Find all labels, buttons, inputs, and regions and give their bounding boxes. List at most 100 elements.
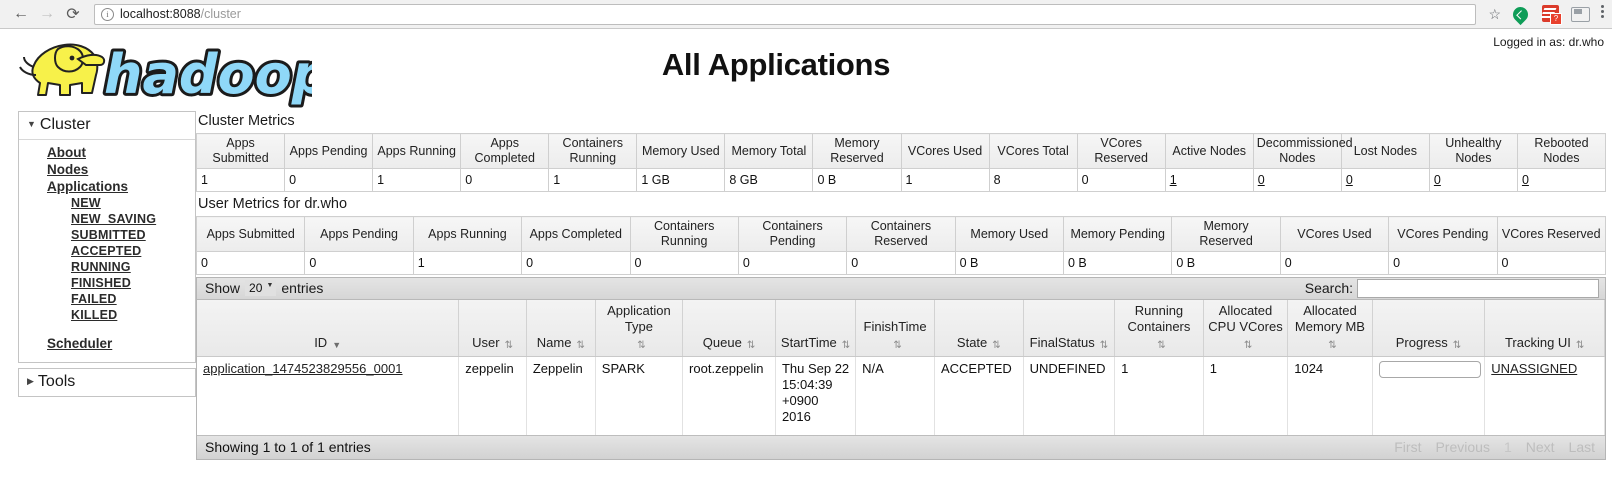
search-control: Search: (1305, 278, 1599, 298)
user-metric-header-7: Memory Used (954, 216, 1065, 252)
search-input[interactable] (1357, 278, 1599, 298)
applications-column-header-13[interactable]: Tracking UI⇅ (1484, 300, 1605, 357)
column-label: FinalStatus (1029, 335, 1095, 350)
applications-column-header-9[interactable]: Running Containers⇅ (1114, 300, 1204, 357)
back-arrow-icon[interactable]: ← (13, 5, 29, 22)
application-id-link[interactable]: application_1474523829556_0001 (203, 361, 403, 376)
applications-column-header-2[interactable]: Name⇅ (526, 300, 596, 357)
sort-both-icon: ⇅ (841, 340, 851, 351)
reload-icon[interactable]: ⟳ (66, 6, 80, 23)
pagination-next[interactable]: Next (1525, 439, 1555, 455)
user-metric-value-0: 0 (195, 251, 306, 275)
page-length-select[interactable]: 20 (245, 280, 277, 296)
user-metric-value-8: 0 B (1062, 251, 1173, 275)
sidebar-cluster-label: Cluster (39, 116, 91, 133)
sidebar-item-running[interactable]: RUNNING (71, 260, 131, 274)
site-info-icon[interactable]: i (101, 7, 114, 21)
cluster-metric-value-9: 8 (988, 168, 1078, 192)
cluster-metric-header-2: Apps Running (372, 133, 462, 169)
sidebar-item-about[interactable]: About (47, 145, 86, 160)
browser-menu-icon[interactable] (1600, 5, 1604, 23)
applications-column-header-0[interactable]: ID▼ (197, 300, 460, 357)
applications-column-header-10[interactable]: Allocated CPU VCores⇅ (1203, 300, 1289, 357)
cell-application-type: SPARK (595, 356, 684, 435)
cluster-metric-value-10: 0 (1076, 168, 1166, 192)
sidebar-item-killed[interactable]: KILLED (71, 308, 118, 322)
cluster-metric-value-13[interactable]: 0 (1340, 168, 1430, 192)
sidebar-item-failed[interactable]: FAILED (71, 292, 117, 306)
sidebar-item-submitted[interactable]: SUBMITTED (71, 228, 146, 242)
cell-finish-time: N/A (855, 356, 935, 435)
sidebar-section-cluster: ▼Cluster About Nodes Applications NEW NE… (18, 111, 196, 363)
column-label: Allocated CPU VCores (1208, 303, 1283, 334)
address-bar[interactable]: i localhost:8088/cluster (94, 3, 1477, 25)
sort-desc-icon: ▼ (332, 340, 342, 350)
pagination-first[interactable]: First (1394, 439, 1422, 455)
cluster-metric-value-5: 1 GB (636, 168, 726, 192)
applications-column-header-5[interactable]: StartTime⇅ (775, 300, 857, 357)
cluster-metric-value-14[interactable]: 0 (1428, 168, 1518, 192)
user-metric-value-1: 0 (304, 251, 414, 275)
forward-arrow-icon: → (39, 5, 55, 22)
user-metric-header-4: Containers Running (629, 216, 739, 252)
cluster-metric-value-11[interactable]: 1 (1164, 168, 1254, 192)
cluster-metric-header-11: Active Nodes (1164, 133, 1254, 169)
sidebar-item-new[interactable]: NEW (71, 196, 101, 210)
applications-column-header-12[interactable]: Progress ⇅ (1372, 300, 1486, 357)
column-label: Progress (1395, 335, 1448, 350)
applications-column-header-3[interactable]: Application Type⇅ (595, 300, 684, 357)
applications-column-header-11[interactable]: Allocated Memory MB⇅ (1287, 300, 1373, 357)
sidebar-item-applications[interactable]: Applications (47, 179, 129, 194)
cluster-metric-value-0: 1 (195, 168, 286, 192)
show-label: Show (205, 280, 241, 296)
applications-column-header-1[interactable]: User⇅ (458, 300, 527, 357)
cell-running-containers: 1 (1114, 356, 1204, 435)
svg-text:hadoop: hadoop (104, 43, 312, 106)
sidebar-item-scheduler[interactable]: Scheduler (47, 336, 113, 351)
column-label: State (956, 335, 988, 350)
cell-tracking-ui: UNASSIGNED (1484, 356, 1605, 435)
extension-icon[interactable]: ? (1542, 5, 1562, 25)
applications-column-header-8[interactable]: FinalStatus⇅ (1023, 300, 1116, 357)
cluster-metric-header-7: Memory Reserved (812, 133, 902, 169)
applications-datatable: Show 20 entries Search: (196, 277, 1606, 460)
tracking-ui-link[interactable]: UNASSIGNED (1491, 361, 1578, 376)
logged-in-label: Logged in as: dr.who (1493, 35, 1604, 49)
sidebar-cluster-header[interactable]: ▼Cluster (19, 112, 195, 140)
sidebar-tools-header[interactable]: ▶Tools (19, 369, 195, 396)
chevron-right-icon: ▶ (27, 376, 34, 386)
applications-column-header-6[interactable]: FinishTime⇅ (855, 300, 935, 357)
page-title: All Applications (661, 47, 891, 82)
bookmark-star-icon[interactable]: ☆ (1488, 5, 1501, 22)
pagination-page-1[interactable]: 1 (1503, 439, 1512, 455)
sidebar-item-nodes[interactable]: Nodes (47, 162, 89, 177)
sidebar-item-new-saving[interactable]: NEW_SAVING (71, 212, 157, 226)
cell-final-status: UNDEFINED (1023, 356, 1116, 435)
extension-badge: ? (1550, 13, 1562, 25)
user-metric-header-5: Containers Pending (737, 216, 848, 252)
cluster-metric-value-12[interactable]: 0 (1252, 168, 1342, 192)
sort-both-icon: ⇅ (1452, 340, 1462, 351)
cast-screen-icon[interactable] (1571, 5, 1590, 23)
applications-column-header-4[interactable]: Queue⇅ (682, 300, 776, 357)
sidebar-item-finished[interactable]: FINISHED (71, 276, 131, 290)
cluster-metric-value-15[interactable]: 0 (1516, 168, 1607, 192)
applications-column-header-7[interactable]: State⇅ (934, 300, 1024, 357)
hangouts-icon[interactable] (1509, 3, 1532, 26)
pagination-last[interactable]: Last (1568, 439, 1595, 455)
cluster-metric-header-13: Lost Nodes (1340, 133, 1430, 169)
column-label: Application Type (607, 303, 671, 334)
pagination-previous[interactable]: Previous (1435, 439, 1490, 455)
cluster-metric-header-5: Memory Used (636, 133, 726, 169)
user-metric-value-9: 0 B (1171, 251, 1281, 275)
column-label: Running Containers (1127, 303, 1191, 334)
user-metric-value-4: 0 (629, 251, 739, 275)
hadoop-logo[interactable]: hadoop hadoop (0, 29, 333, 114)
sidebar-item-accepted[interactable]: ACCEPTED (71, 244, 142, 258)
user-metric-header-1: Apps Pending (304, 216, 414, 252)
sort-both-icon: ⇅ (1328, 340, 1337, 351)
